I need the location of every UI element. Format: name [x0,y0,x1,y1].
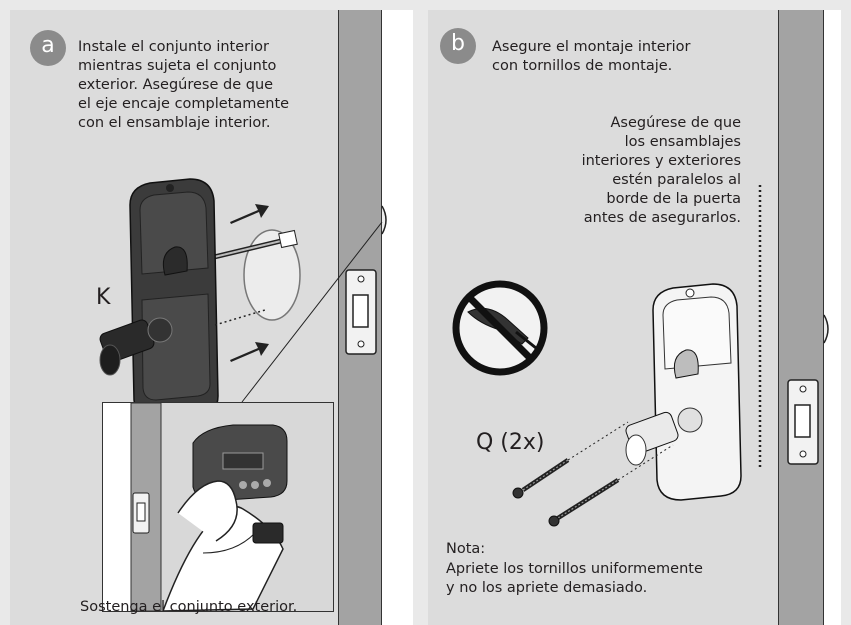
note-line: estén paralelos al [612,172,741,188]
panel-gutter [382,10,413,625]
instruction-line: Instale el conjunto interior [78,39,269,55]
interior-assembly-illustration [99,178,387,421]
step-b-badge: b [440,28,476,64]
note-line: Asegúrese de que [610,115,742,131]
screw-label: Q (2x) [476,430,545,455]
step-a-badge: a [30,30,66,66]
step-b-panel: b Asegure el montaje interior con tornil… [428,10,841,625]
step-a-panel: a Instale el conjunto interior mientras … [10,10,413,625]
note-line: los ensamblajes [624,134,741,150]
note-line: y no los apriete demasiado. [446,580,648,596]
inset-illustration [102,402,334,612]
instruction-line: exterior. Asegúrese de que [78,77,274,93]
instruction-line: con tornillos de montaje. [492,58,673,74]
note-line: interiores y exteriores [581,153,741,169]
note-text: Apriete los tornillos uniformemente y no… [446,560,703,598]
instruction-line: mientras sujeta el conjunto [78,58,277,74]
instruction-line: con el ensamblaje interior. [78,115,271,131]
door-edge [778,10,824,625]
instruction-line: Asegure el montaje interior [492,39,691,55]
note-line: antes de asegurarlos. [583,210,741,226]
note-line: Apriete los tornillos uniformemente [446,561,703,577]
step-a-instruction: Instale el conjunto interior mientras su… [78,38,289,133]
part-label-k: K [96,285,111,310]
hand-holding-exterior-icon [103,403,288,611]
instruction-line: el eje encaje completamente [78,96,290,112]
inset-caption: Sostenga el conjunto exterior. [80,599,298,615]
mounting-screws-illustration [452,185,829,527]
panel-gutter [824,10,841,625]
note-title: Nota: [446,541,486,557]
alignment-note: Asegúrese de que los ensamblajes interio… [521,114,741,228]
step-b-instruction: Asegure el montaje interior con tornillo… [492,38,690,76]
note-line: borde de la puerta [606,191,741,207]
